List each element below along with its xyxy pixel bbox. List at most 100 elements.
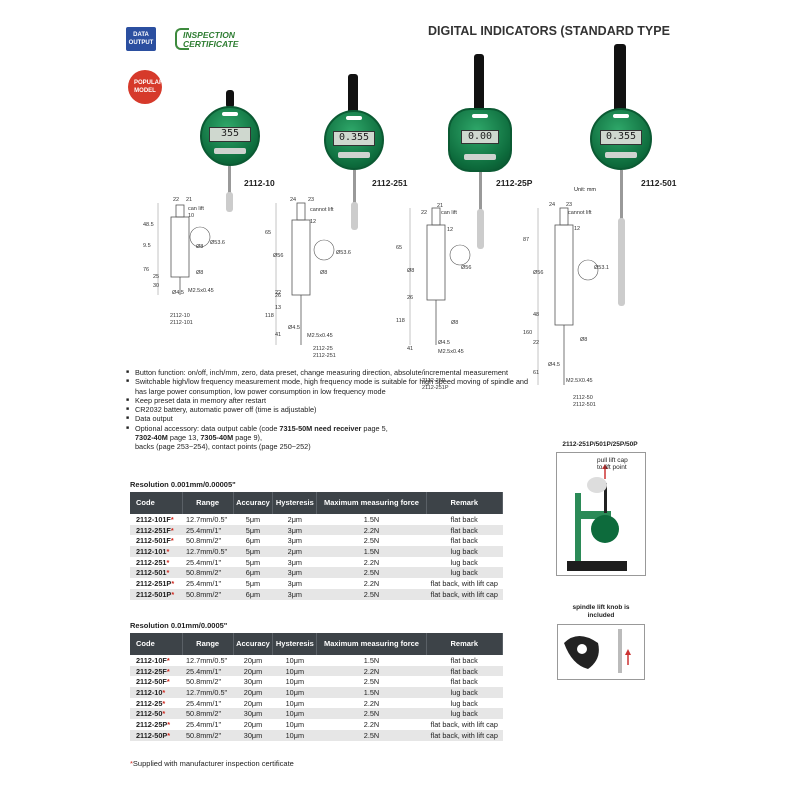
table-cell: flat back bbox=[450, 536, 478, 546]
table-cell: 10μm bbox=[285, 655, 305, 665]
table-cell: 5μm bbox=[245, 578, 261, 588]
table-cell: 30μm bbox=[233, 729, 273, 741]
table-cell: 1.5N bbox=[316, 546, 426, 557]
table-cell: 3μm bbox=[272, 567, 317, 579]
table-cell: flat back bbox=[450, 677, 478, 687]
table-cell: 20μm bbox=[243, 655, 263, 665]
table-cell: 1.5N bbox=[363, 655, 380, 665]
table-cell: 2.5N bbox=[316, 567, 426, 579]
feature-item: CR2032 battery, automatic power off (tim… bbox=[126, 405, 541, 415]
table-header: Range bbox=[182, 633, 234, 655]
table-cell: 1.5N bbox=[363, 514, 380, 524]
technical-drawing-2112-25P bbox=[409, 207, 471, 345]
table-cell: 2112-50P* bbox=[130, 729, 182, 741]
table-cell: lug back bbox=[426, 687, 503, 698]
table-cell: 2112-10* bbox=[130, 687, 182, 698]
table-header: Hysteresis bbox=[272, 492, 318, 514]
table2-resolution: Resolution 0.01mm/0.0005" bbox=[130, 621, 228, 630]
table-cell: 3μm bbox=[272, 524, 317, 536]
table-cell: 2.2N bbox=[363, 557, 380, 567]
table-cell: 3μm bbox=[287, 557, 302, 567]
inspection-badge-line2: CERTIFICATE bbox=[183, 39, 239, 49]
table-cell: 10μm bbox=[272, 687, 317, 698]
data-output-badge: DATA OUTPUT bbox=[126, 27, 156, 51]
table-cell: 10μm bbox=[272, 665, 317, 677]
table-cell: 2.2N bbox=[363, 719, 380, 729]
table-cell: lug back bbox=[426, 546, 503, 557]
table-header: Range bbox=[182, 492, 234, 514]
table-cell: 2.5N bbox=[316, 708, 426, 720]
table-cell: 30μm bbox=[233, 708, 273, 720]
technical-drawing-2112-501 bbox=[537, 207, 599, 385]
technical-drawing-2112-251 bbox=[275, 202, 335, 345]
table-cell: 50.8mm/2" bbox=[182, 567, 234, 579]
table-cell: 2.2N bbox=[363, 698, 380, 708]
indicator-display: 0.355 bbox=[333, 131, 375, 146]
table-cell: 3μm bbox=[272, 588, 317, 600]
popular-badge-text: POPULAR MODEL bbox=[134, 80, 164, 94]
footnote: *Supplied with manufacturer inspection c… bbox=[130, 759, 294, 768]
table-cell: 6μm bbox=[245, 536, 261, 546]
table-cell: flat back, with lift cap bbox=[426, 588, 503, 600]
feature-list: Button function: on/off, inch/mm, zero, … bbox=[126, 368, 541, 452]
table-cell: 10μm bbox=[285, 719, 305, 729]
table-cell: 2.2N bbox=[316, 524, 426, 536]
table-cell: 2112-101* bbox=[130, 546, 182, 557]
table-cell: 25.4mm/1" bbox=[186, 698, 222, 708]
table-cell: flat back, with lift cap bbox=[430, 578, 498, 588]
lift-knob-photo bbox=[557, 624, 645, 680]
table-cell: 25.4mm/1" bbox=[186, 719, 222, 729]
table-cell: 5μm bbox=[233, 524, 273, 536]
table-cell: 2112-50F* bbox=[136, 677, 170, 687]
table-cell: flat back, with lift cap bbox=[430, 719, 498, 729]
feature-item: Keep preset data in memory after restart bbox=[126, 396, 541, 406]
table-cell: 50.8mm/2" bbox=[182, 588, 234, 600]
popular-model-badge: POPULAR MODEL bbox=[128, 70, 164, 104]
table-cell: 2μm bbox=[272, 546, 317, 557]
table-header: Hysteresis bbox=[272, 633, 318, 655]
table-cell: flat back bbox=[450, 514, 478, 524]
table-cell: 2.5N bbox=[363, 536, 380, 546]
table-cell: 2.5N bbox=[316, 729, 426, 741]
table-cell: 5μm bbox=[245, 514, 261, 524]
table-cell: 2112-25P* bbox=[136, 719, 171, 729]
table-cell: 2.2N bbox=[316, 665, 426, 677]
table-cell: 10μm bbox=[272, 708, 317, 720]
table-header: Accuracy bbox=[233, 633, 274, 655]
table-cell: 3μm bbox=[287, 578, 302, 588]
table-header: Remark bbox=[426, 492, 503, 514]
page-title: DIGITAL INDICATORS (STANDARD TYPE bbox=[428, 24, 670, 38]
technical-drawing-2112-10 bbox=[157, 203, 211, 295]
feature-item: Data output bbox=[126, 414, 541, 424]
table-cell: 30μm bbox=[243, 677, 263, 687]
table-cell: lug back bbox=[450, 557, 478, 567]
table-cell: 2μm bbox=[287, 514, 302, 524]
table-cell: 25.4mm/1" bbox=[182, 524, 234, 536]
table-cell: 20μm bbox=[243, 698, 263, 708]
table-cell: 12.7mm/0.5" bbox=[186, 514, 228, 524]
table-cell: 1.5N bbox=[316, 687, 426, 698]
table-cell: 2.2N bbox=[363, 578, 380, 588]
table-cell: 25.4mm/1" bbox=[182, 665, 234, 677]
table-cell: 2.5N bbox=[363, 677, 380, 687]
table-cell: 25.4mm/1" bbox=[186, 557, 222, 567]
table-cell: flat back bbox=[426, 524, 503, 536]
photo1-title: 2112-251P/501P/25P/50P bbox=[562, 441, 638, 448]
indicator-display: 355 bbox=[209, 127, 251, 142]
table-header: Maximum measuring force bbox=[316, 492, 427, 514]
table-cell: 50.8mm/2" bbox=[182, 708, 234, 720]
